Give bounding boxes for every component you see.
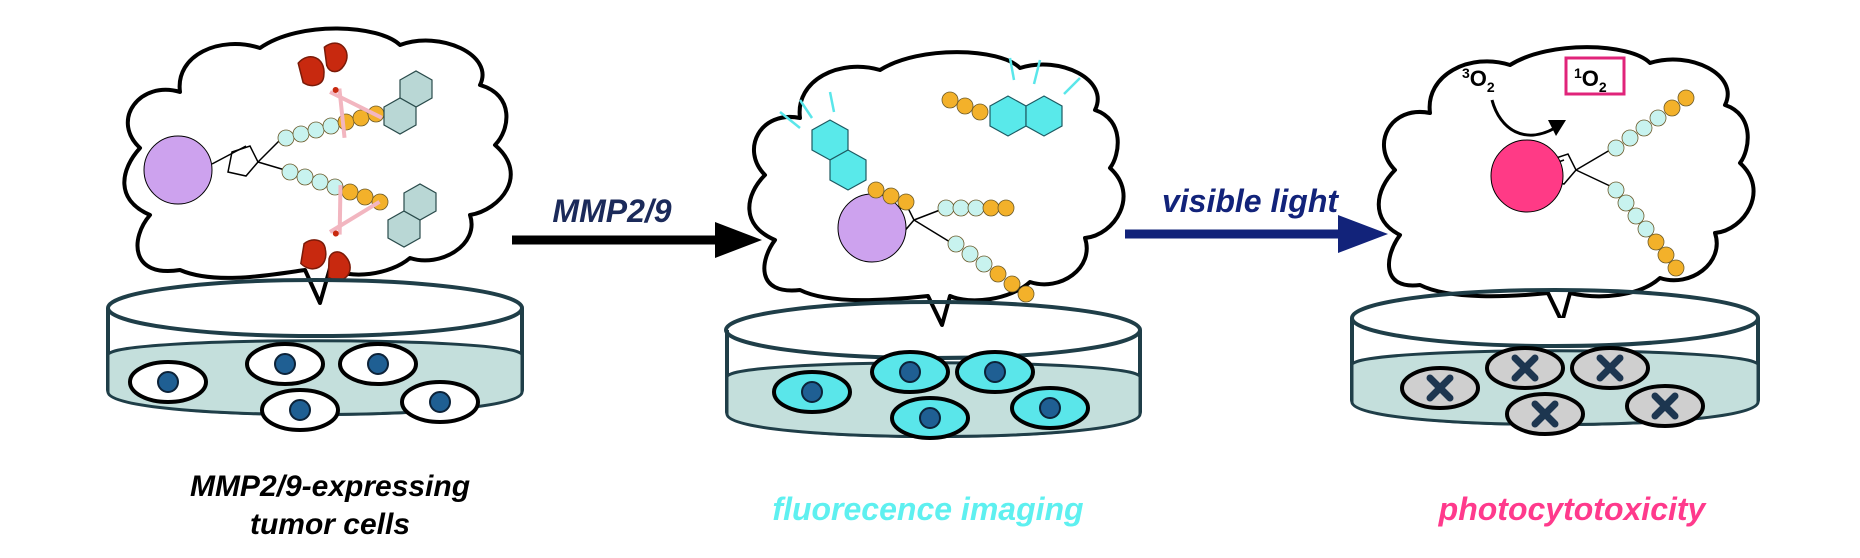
peptide-bead xyxy=(1621,129,1639,147)
photosensitizer-bead xyxy=(1490,139,1564,213)
triplet-oxygen-label: 3O2 xyxy=(1462,65,1495,95)
peptide-bead xyxy=(1607,139,1625,157)
peptide-bead xyxy=(989,265,1007,283)
arrow-light: visible light xyxy=(1125,183,1388,253)
panel-2: fluorecence imaging xyxy=(724,50,1142,527)
peptide-bead xyxy=(982,199,1000,217)
peptide-bead xyxy=(967,199,985,217)
cell-nucleus xyxy=(367,353,389,375)
probe-molecule-cleaved xyxy=(837,193,1035,303)
fluorophore-ring xyxy=(1025,95,1063,137)
photosensitizer-bead xyxy=(143,135,213,205)
cell-nucleus xyxy=(919,407,941,429)
peptide-bead xyxy=(882,187,900,205)
quencher-ring xyxy=(403,183,437,221)
peptide-bead xyxy=(947,235,965,253)
peptide-bead xyxy=(956,97,974,115)
cell-death-mark xyxy=(1531,400,1559,428)
scissors-icon xyxy=(300,185,381,281)
peptide-bead xyxy=(371,193,389,211)
peptide-bead xyxy=(867,181,885,199)
cell-death-mark xyxy=(1511,354,1539,382)
fluorophore-ring xyxy=(829,149,867,191)
peptide-bead xyxy=(296,168,314,186)
quencher-ring xyxy=(383,97,417,135)
peptide-bead xyxy=(1677,89,1695,107)
caption-line: fluorecence imaging xyxy=(772,491,1083,527)
cell-death-mark xyxy=(1426,374,1454,402)
peptide-bead xyxy=(307,121,325,139)
peptide-bead xyxy=(937,199,955,217)
cell-nucleus xyxy=(157,371,179,393)
cell-death-mark xyxy=(1596,354,1624,382)
peptide-bead xyxy=(941,91,959,109)
caption-line: photocytotoxicity xyxy=(1438,491,1708,527)
conversion-arrow xyxy=(1490,99,1556,137)
peptide-bead xyxy=(356,188,374,206)
peptide-bead xyxy=(897,193,915,211)
caption-line: MMP2/9-expressing xyxy=(190,470,470,503)
singlet-oxygen-box xyxy=(1564,56,1626,96)
peptide-bead xyxy=(1637,220,1655,238)
peptide-bead xyxy=(1017,285,1035,303)
peptide-bead xyxy=(281,163,299,181)
peptide-bead xyxy=(961,245,979,263)
cell-nucleus xyxy=(274,353,296,375)
probe-molecule-quenched-1 xyxy=(143,42,437,281)
singlet-oxygen-label: 1O2 xyxy=(1574,65,1607,95)
panel-3: 3O2 1O2 photocytotoxicity xyxy=(1350,45,1760,527)
peptide-bead xyxy=(1635,119,1653,137)
peptide-bead xyxy=(1627,207,1645,225)
peptide-bead xyxy=(975,255,993,273)
peptide-bead xyxy=(1607,181,1625,199)
peptide-bead xyxy=(1667,259,1685,277)
cell-nucleus xyxy=(1039,397,1061,419)
peptide-bead xyxy=(292,125,310,143)
peptide-bead xyxy=(1647,233,1665,251)
arrow-label: visible light xyxy=(1162,183,1339,219)
peptide-bead xyxy=(322,117,340,135)
cell-death-mark xyxy=(1651,392,1679,420)
peptide-bead xyxy=(997,199,1015,217)
thought-cloud-2 xyxy=(747,50,1126,327)
released-fluorophore-2 xyxy=(941,57,1081,137)
caption-line: tumor cells xyxy=(250,508,410,541)
arrow-mmp: MMP2/9 xyxy=(512,193,762,258)
peptide-bead xyxy=(1663,99,1681,117)
cell-nucleus xyxy=(289,399,311,421)
peptide-bead xyxy=(341,183,359,201)
peptide-bead xyxy=(311,173,329,191)
released-fluorophore-1 xyxy=(779,91,915,211)
scissors-icon xyxy=(297,42,383,138)
cell-nucleus xyxy=(899,361,921,383)
peptide-bead xyxy=(352,109,370,127)
peptide-bead xyxy=(1649,109,1667,127)
peptide-bead xyxy=(952,199,970,217)
cell-nucleus xyxy=(984,361,1006,383)
peptide-bead xyxy=(1003,275,1021,293)
peptide-bead xyxy=(1657,246,1675,264)
panel-1: MMP2/9-expressing tumor cells xyxy=(106,26,524,541)
cell-nucleus xyxy=(429,391,451,413)
arrow-label: MMP2/9 xyxy=(552,193,671,229)
cell-nucleus xyxy=(801,381,823,403)
probe-molecule-active xyxy=(1490,89,1695,277)
peptide-bead xyxy=(277,129,295,147)
peptide-bead xyxy=(971,103,989,121)
photosensitizer-bead xyxy=(837,193,907,263)
peptide-bead xyxy=(1617,194,1635,212)
